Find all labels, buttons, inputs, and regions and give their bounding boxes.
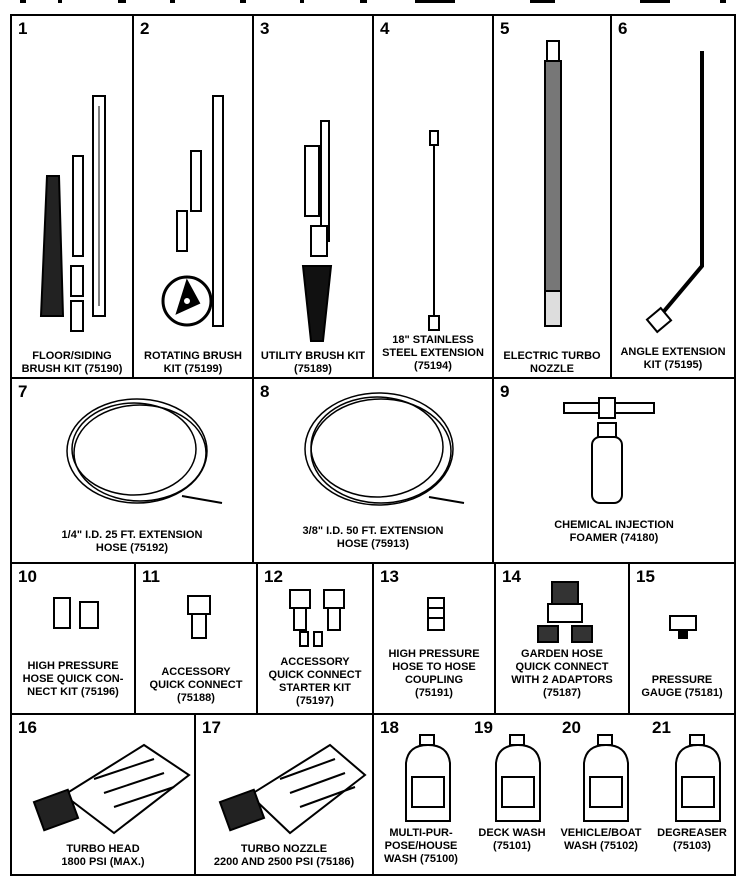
hose-coil-illustration	[304, 392, 465, 506]
quick-connect-kit-illustration	[53, 597, 99, 629]
item-number: 10	[18, 567, 37, 586]
item-number: 11	[142, 567, 160, 586]
jug-icon	[405, 734, 451, 822]
electric-turbo-nozzle-illustration	[544, 40, 562, 327]
accessory-quick-connect-illustration	[187, 595, 211, 639]
item-number: 21	[652, 718, 671, 737]
solution-19: 19 DECK WASH(75101)	[468, 715, 556, 874]
item-number: 16	[18, 718, 37, 737]
item-label: UTILITY BRUSH KIT(75189)	[260, 350, 366, 375]
solution-21: 21 DEGREASER(75103)	[646, 715, 734, 874]
item-number: 12	[264, 567, 283, 586]
item-label: DECK WASH(75101)	[478, 827, 546, 852]
item-number: 18	[380, 718, 399, 737]
rotating-brush-illustration	[161, 95, 224, 327]
jug-icon	[675, 734, 721, 822]
item-number: 8	[260, 382, 270, 401]
stainless-extension-illustration	[428, 130, 440, 331]
garden-hose-connect-illustration	[537, 581, 593, 643]
turbo-head-illustration	[32, 743, 191, 835]
item-label: DEGREASER(75103)	[657, 827, 727, 852]
item-number: 4	[380, 19, 390, 38]
item-number: 3	[260, 19, 270, 38]
pressure-gauge-illustration	[669, 615, 697, 639]
angle-extension-illustration	[645, 51, 704, 334]
item-number: 15	[636, 567, 655, 586]
item-number: 19	[474, 718, 493, 737]
cell-3-utility-brush: 3 UTILITY BRUSH KIT(75189)	[252, 14, 374, 379]
item-number: 14	[502, 567, 521, 586]
floor-brush-illustration	[39, 95, 106, 332]
item-number: 2	[140, 19, 150, 38]
foamer-illustration	[563, 397, 655, 504]
item-number: 20	[562, 718, 581, 737]
item-number: 5	[500, 19, 510, 38]
utility-brush-illustration	[301, 120, 333, 342]
item-number: 7	[18, 382, 28, 401]
hose-coil-illustration	[66, 398, 223, 504]
jug-icon	[495, 734, 541, 822]
starter-kit-illustration	[289, 589, 345, 647]
hose-coupling-illustration	[427, 597, 445, 631]
item-number: 13	[380, 567, 399, 586]
item-number: 17	[202, 718, 221, 737]
item-number: 6	[618, 19, 628, 38]
top-edge-fragment	[20, 0, 726, 3]
jug-icon	[583, 734, 629, 822]
item-number: 9	[500, 382, 510, 401]
item-number: 1	[18, 19, 28, 38]
turbo-nozzle-illustration	[218, 743, 367, 835]
